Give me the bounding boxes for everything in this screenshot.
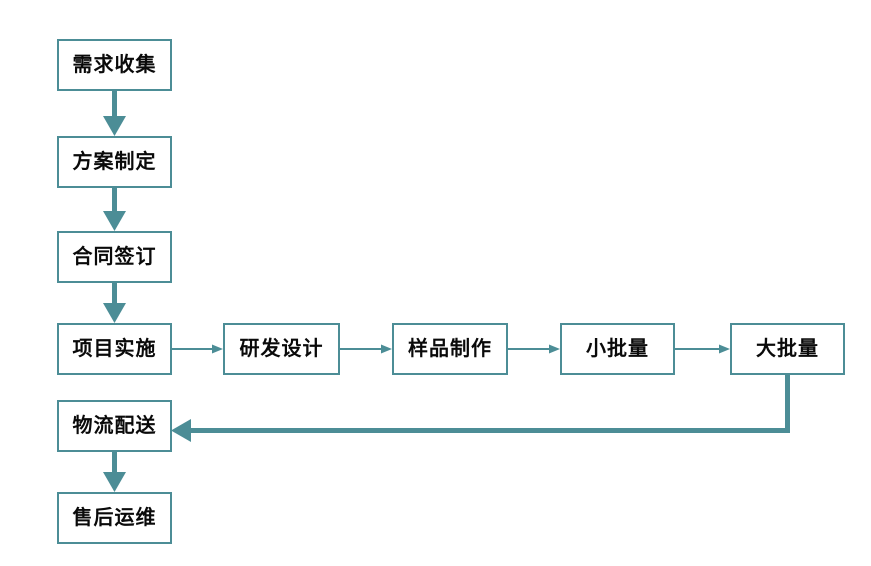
node-small-batch[interactable]: 小批量 (560, 323, 675, 375)
node-project-implementation[interactable]: 项目实施 (57, 323, 172, 375)
node-label: 方案制定 (72, 151, 157, 173)
edge-contract-to-implementation (103, 283, 126, 323)
node-label: 样品制作 (408, 338, 492, 360)
node-sample-production[interactable]: 样品制作 (392, 323, 508, 375)
node-aftersales-operations[interactable]: 售后运维 (57, 492, 172, 544)
node-rnd-design[interactable]: 研发设计 (223, 323, 340, 375)
node-label: 需求收集 (72, 54, 157, 76)
node-label: 项目实施 (72, 338, 157, 360)
node-label: 售后运维 (72, 507, 157, 529)
edge-small-batch-to-large-batch (675, 344, 730, 354)
node-requirements-gathering[interactable]: 需求收集 (57, 39, 172, 91)
node-large-batch[interactable]: 大批量 (730, 323, 845, 375)
node-label: 物流配送 (72, 415, 157, 437)
node-label: 小批量 (586, 338, 649, 360)
node-logistics-delivery[interactable]: 物流配送 (57, 400, 172, 452)
node-plan-formulation[interactable]: 方案制定 (57, 136, 172, 188)
node-label: 研发设计 (239, 338, 324, 360)
edge-plan-to-contract (103, 188, 126, 231)
edge-large-batch-to-logistics (171, 375, 790, 442)
node-contract-signing[interactable]: 合同签订 (57, 231, 172, 283)
edge-rnd-to-sample (340, 344, 392, 354)
node-label: 合同签订 (72, 246, 157, 268)
edge-sample-to-small-batch (508, 344, 560, 354)
edge-logistics-to-aftersales (103, 452, 126, 492)
node-label: 大批量 (756, 338, 819, 360)
edge-requirements-to-plan (103, 91, 126, 136)
edge-implementation-to-rnd (172, 344, 223, 354)
